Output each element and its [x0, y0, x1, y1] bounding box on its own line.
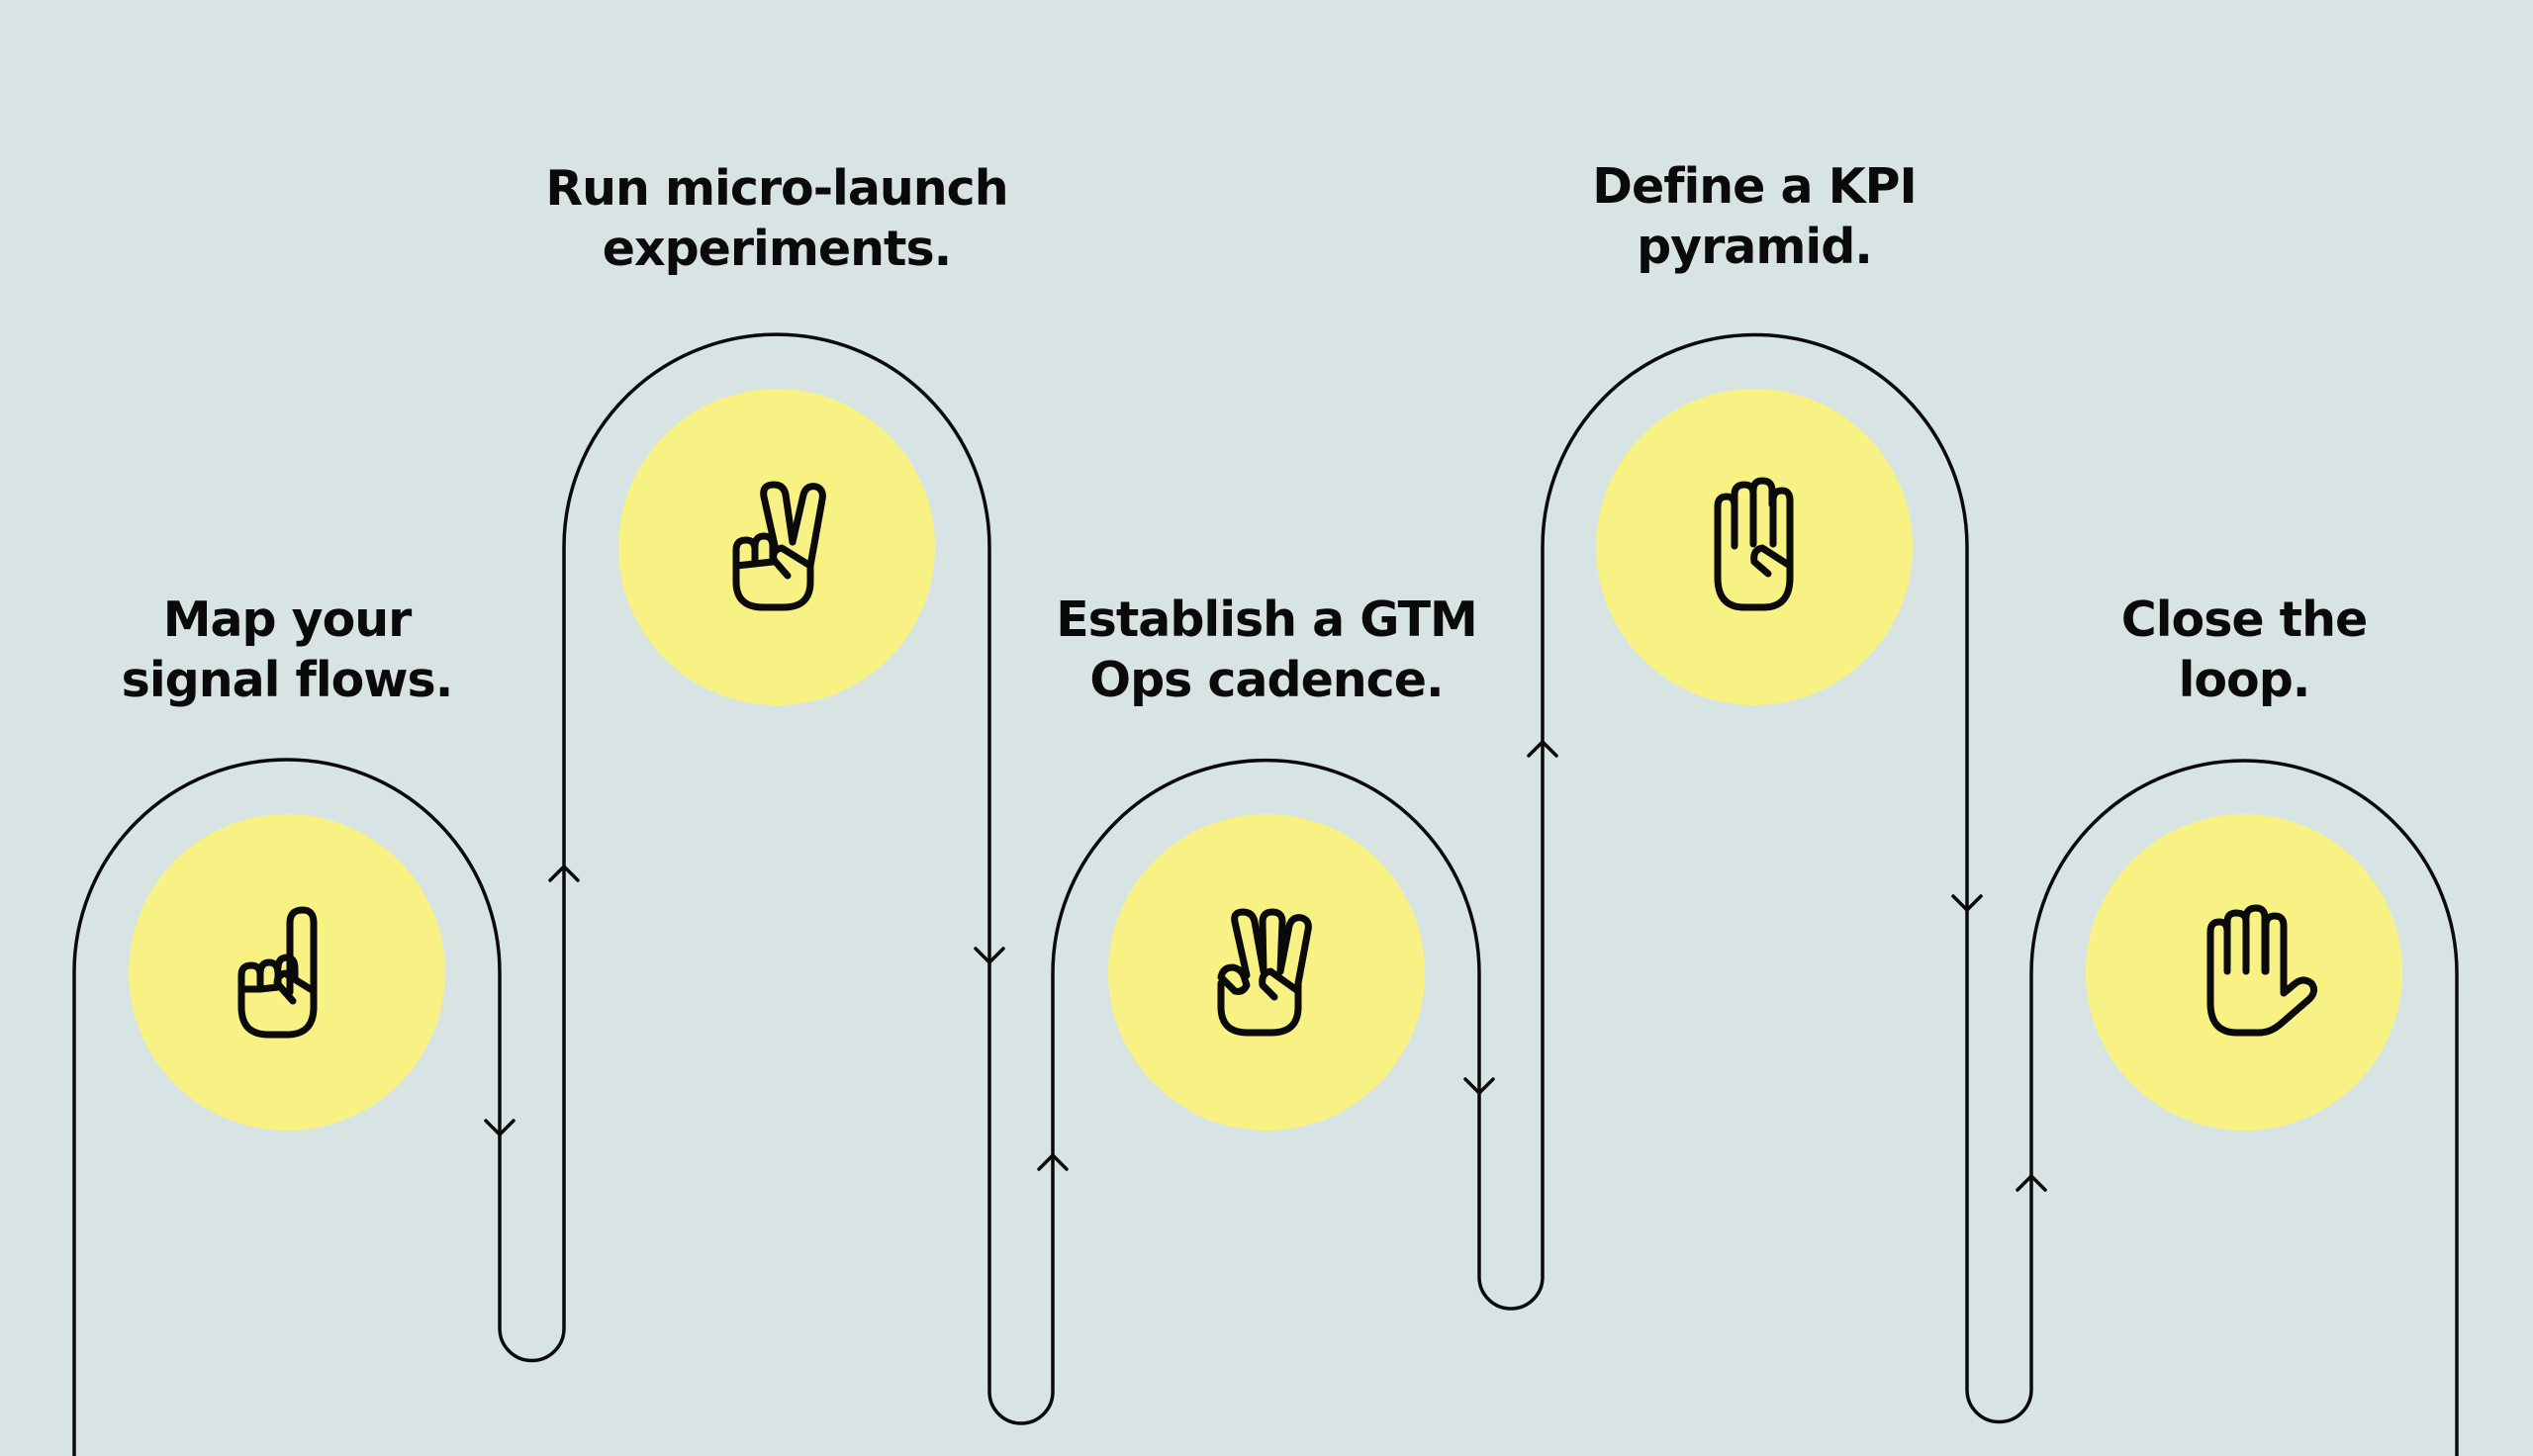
step-3-label-line-2: Ops cadence. — [1089, 652, 1444, 708]
three-fingers-hand-icon — [1217, 908, 1312, 1037]
open-hand-five-fingers-icon — [2206, 904, 2318, 1037]
step-1-label-line-2: signal flows. — [121, 652, 454, 708]
step-1-label: Map your signal flows. — [10, 590, 564, 710]
step-5-label-line-2: loop. — [2178, 652, 2311, 708]
arrow-up-icon — [1037, 1152, 1069, 1171]
four-fingers-hand-icon — [1714, 477, 1794, 611]
step-4-label-line-2: pyramid. — [1637, 219, 1873, 275]
step-5-label-line-1: Close the — [2120, 592, 2368, 648]
step-3-label: Establish a GTM Ops cadence. — [989, 590, 1544, 710]
arrow-up-icon — [548, 864, 580, 882]
step-5-label: Close the loop. — [1967, 590, 2521, 710]
arrow-down-icon — [974, 947, 1005, 965]
step-2-label-line-1: Run micro-launch — [545, 160, 1008, 217]
two-fingers-victory-hand-icon — [732, 481, 826, 611]
arrow-down-icon — [484, 1119, 516, 1138]
step-1-label-line-1: Map your — [162, 592, 413, 648]
step-4-label-line-1: Define a KPI — [1592, 158, 1917, 215]
arrow-down-icon — [1463, 1077, 1495, 1096]
step-4-label: Define a KPI pyramid. — [1477, 156, 2031, 277]
step-2-label: Run micro-launch experiments. — [500, 158, 1054, 279]
arrow-down-icon — [1951, 894, 1983, 913]
arrow-up-icon — [1527, 739, 1558, 758]
step-3-label-line-1: Establish a GTM — [1056, 592, 1478, 648]
arrow-up-icon — [2016, 1173, 2047, 1192]
one-finger-pointing-up-hand-icon — [237, 906, 318, 1039]
step-2-label-line-2: experiments. — [602, 221, 953, 277]
serpentine-flow-line — [72, 332, 2459, 1456]
